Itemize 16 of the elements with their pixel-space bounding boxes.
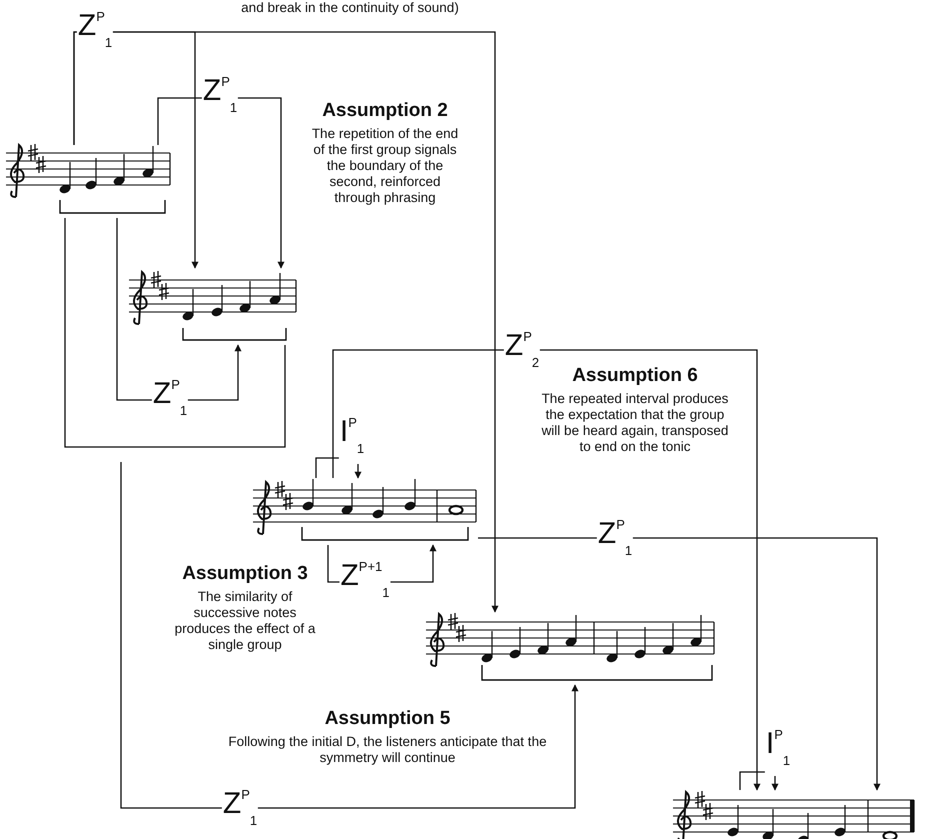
note-text: and break in the continuity of sound) [240, 0, 460, 15]
arrow [332, 349, 760, 791]
description-text: Following the initial D, the listeners anticipate that the symmetry will continue [227, 734, 548, 766]
arrow [116, 218, 242, 401]
connector-line [64, 218, 286, 448]
description-text: The repeated interval produces the expectation that the group will be heard again, transposed to end on the tonic [540, 391, 730, 455]
description-text: The similarity of successive notes produces the effect of a single group [174, 589, 316, 653]
arrow [120, 462, 578, 809]
arrow [478, 537, 880, 791]
heading: Assumption 3 [181, 563, 309, 585]
arrow [157, 97, 284, 269]
description-text: The repetition of the end of the first group signals the boundary of the second, reinforced through phrasing [310, 126, 460, 206]
heading: Assumption 5 [324, 708, 452, 730]
heading: Assumption 6 [571, 365, 699, 387]
heading: Assumption 2 [321, 100, 449, 122]
arrow [73, 31, 498, 613]
